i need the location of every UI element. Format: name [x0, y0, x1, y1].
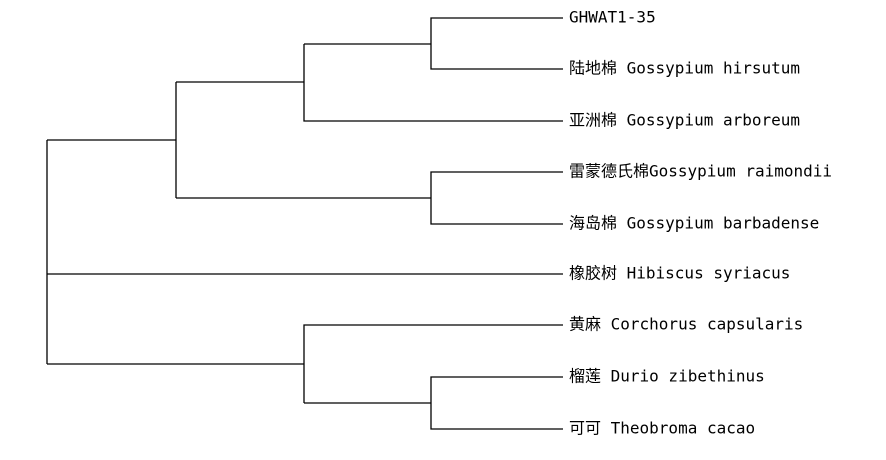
branch-durio-theobroma [304, 376, 563, 430]
leaf-label-barbadense: 海岛棉 Gossypium barbadense [569, 214, 819, 233]
branch-lines [46, 17, 563, 430]
leaf-label-raimondii: 雷蒙德氏棉Gossypium raimondii [569, 162, 832, 181]
leaf-label-ghwat: GHWAT1-35 [569, 8, 656, 27]
leaf-label-capsularis: 黄麻 Corchorus capsularis [569, 315, 803, 334]
leaf-label-syriacus: 橡胶树 Hibiscus syriacus [569, 264, 790, 283]
branch-ghwat-hirsutum [304, 17, 563, 70]
leaf-labels: GHWAT1-35 陆地棉 Gossypium hirsutum 亚洲棉 Gos… [569, 8, 832, 438]
branch-raimondii-barbadense [176, 171, 563, 225]
leaf-label-arboreum: 亚洲棉 Gossypium arboreum [569, 111, 800, 130]
branch-gossypium-clade [47, 82, 177, 198]
leaf-label-hirsutum: 陆地棉 Gossypium hirsutum [569, 59, 800, 78]
leaf-label-zibethinus: 榴莲 Durio zibethinus [569, 367, 765, 386]
leaf-label-cacao: 可可 Theobroma cacao [569, 419, 755, 438]
branch-corchorus-clade [47, 324, 563, 403]
branch-hirsutum-arboreum [176, 44, 563, 122]
